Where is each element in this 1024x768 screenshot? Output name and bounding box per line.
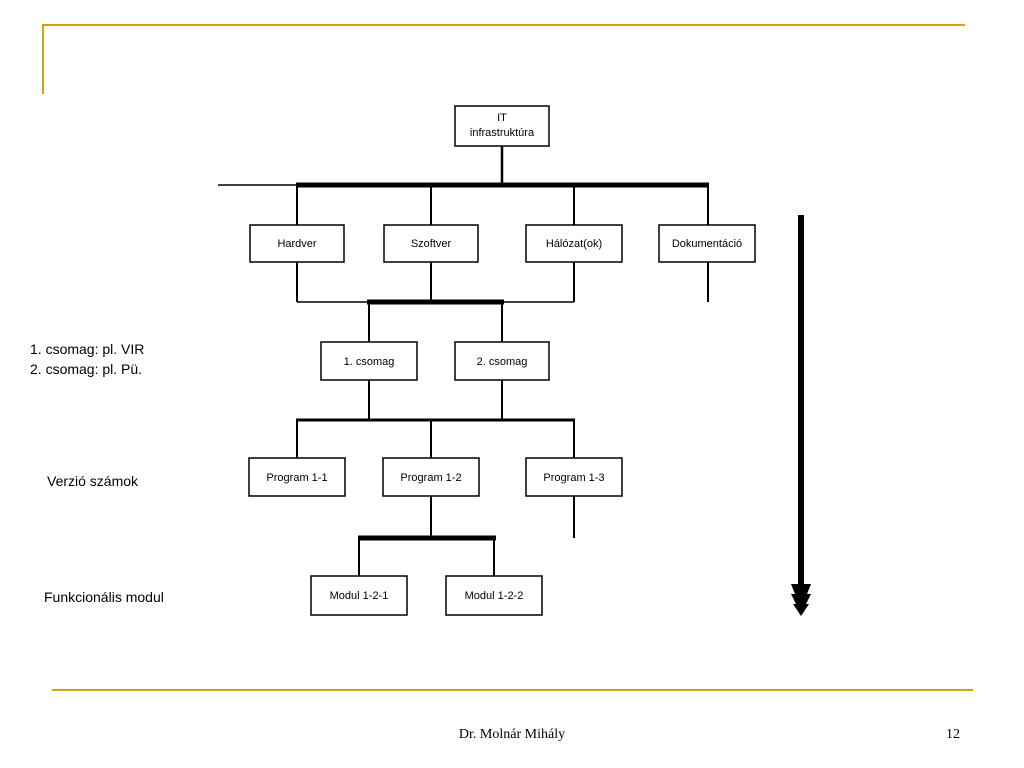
node-dokumentacio: Dokumentáció — [658, 224, 756, 263]
node-csomag-2: 2. csomag — [454, 341, 550, 381]
node-modul-1-2-2-label: Modul 1-2-2 — [465, 590, 524, 602]
packages-label-line1: 1. csomag: pl. VIR — [30, 341, 145, 357]
left-accent-line — [42, 24, 44, 94]
top-accent-line — [42, 24, 965, 26]
node-modul-1-2-2: Modul 1-2-2 — [445, 575, 543, 616]
node-szoftver-label: Szoftver — [411, 238, 452, 250]
node-csomag-1-label: 1. csomag — [344, 356, 395, 368]
node-program-1-2: Program 1-2 — [382, 457, 480, 497]
node-program-1-1: Program 1-1 — [248, 457, 346, 497]
node-modul-1-2-1-label: Modul 1-2-1 — [330, 590, 389, 602]
node-csomag-1: 1. csomag — [320, 341, 418, 381]
connector-lines — [218, 146, 709, 576]
node-hardver: Hardver — [249, 224, 345, 263]
packages-label: 1. csomag: pl. VIR 2. csomag: pl. Pü. — [30, 339, 144, 379]
node-program-1-1-label: Program 1-1 — [266, 472, 327, 484]
node-it-line2: infrastruktúra — [470, 127, 535, 139]
node-csomag-2-label: 2. csomag — [477, 356, 528, 368]
node-dokumentacio-label: Dokumentáció — [672, 238, 742, 250]
versions-label: Verzió számok — [47, 473, 139, 489]
packages-label-line2: 2. csomag: pl. Pü. — [30, 361, 143, 377]
node-halozat-label: Hálózat(ok) — [546, 238, 602, 250]
node-szoftver: Szoftver — [383, 224, 479, 263]
node-program-1-3-label: Program 1-3 — [543, 472, 604, 484]
bottom-accent-line — [52, 689, 973, 691]
node-halozat: Hálózat(ok) — [525, 224, 623, 263]
down-arrow-icon — [791, 215, 811, 616]
node-hardver-label: Hardver — [277, 238, 316, 250]
node-it-infrastructure: IT infrastruktúra — [454, 105, 550, 147]
modules-label: Funkcionális modul — [44, 589, 164, 605]
node-program-1-2-label: Program 1-2 — [400, 472, 461, 484]
page-number: 12 — [946, 727, 960, 742]
footer-author: Dr. Molnár Mihály — [458, 727, 566, 742]
node-it-line1: IT — [497, 112, 507, 124]
node-modul-1-2-1: Modul 1-2-1 — [310, 575, 408, 616]
node-program-1-3: Program 1-3 — [525, 457, 623, 497]
